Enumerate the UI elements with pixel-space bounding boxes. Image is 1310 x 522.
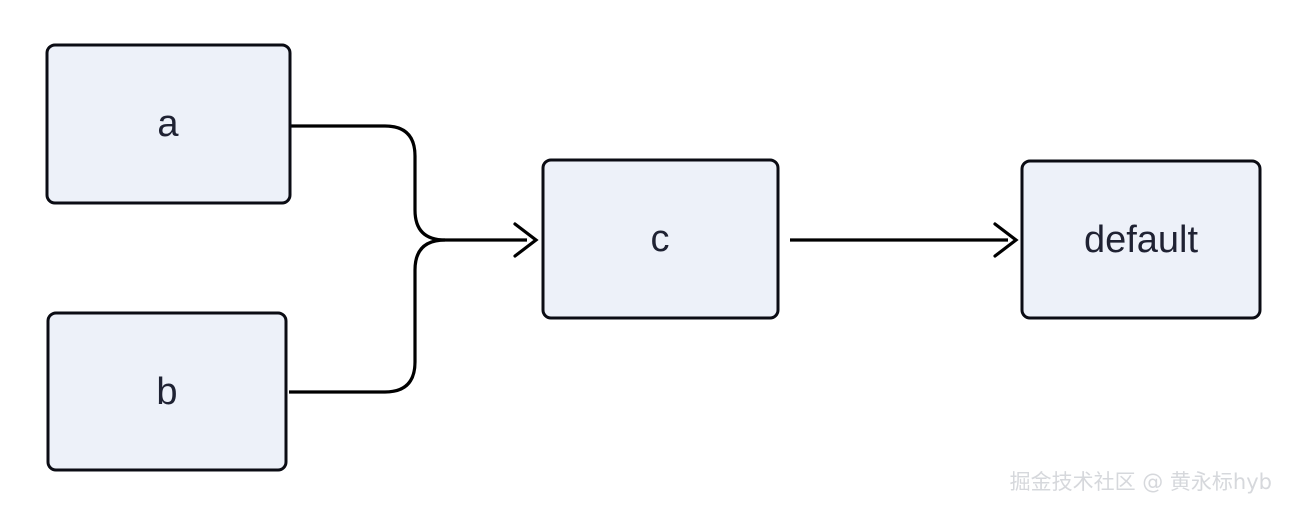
edge-layer: [289, 124, 1008, 394]
node-default-shape: [1020, 159, 1262, 320]
node-a-label: a: [157, 103, 179, 145]
node-a-shape: [45, 43, 292, 205]
node-default-label: default: [1084, 219, 1199, 261]
node-c-label: c: [651, 218, 670, 260]
edge-a-to-c[interactable]: [291, 124, 527, 242]
node-c[interactable]: c: [541, 158, 780, 320]
arrowhead-layer: [513, 222, 1019, 258]
node-b[interactable]: b: [46, 311, 288, 472]
node-default[interactable]: default: [1020, 159, 1262, 320]
node-c-shape: [541, 158, 780, 320]
edge-b-to-c[interactable]: [289, 238, 446, 394]
watermark: 掘金技术社区 @ 黄永标hyb: [1010, 470, 1272, 494]
arrowhead-into-default-icon: [993, 222, 1019, 258]
node-b-label: b: [156, 371, 177, 413]
arrowhead-into-c-icon: [513, 222, 539, 258]
node-b-shape: [46, 311, 288, 472]
node-a[interactable]: a: [45, 43, 292, 205]
